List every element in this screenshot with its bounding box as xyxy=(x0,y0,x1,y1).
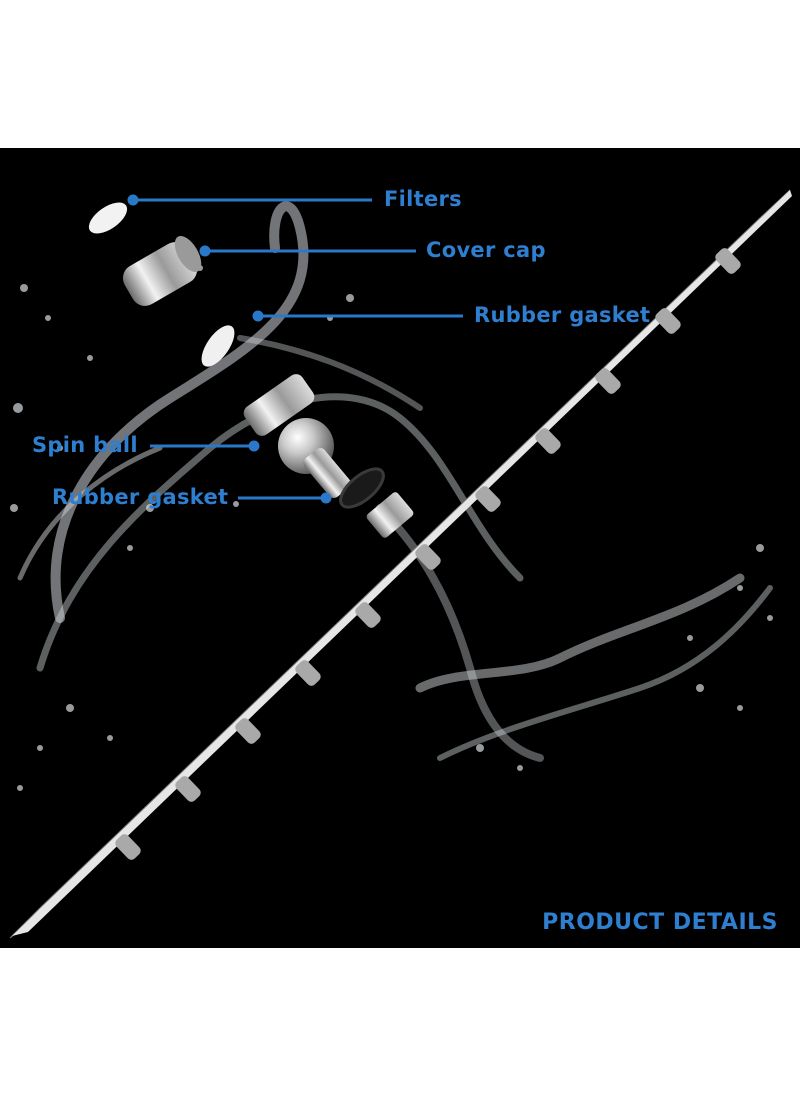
cover-cap-icon xyxy=(122,235,202,306)
callout-label-filters: Filters xyxy=(384,187,462,211)
callout-lines xyxy=(127,194,463,504)
water-splash-icon xyxy=(17,201,773,762)
callout-label-rubber-gasket-top: Rubber gasket xyxy=(474,303,651,327)
product-details-heading: PRODUCT DETAILS xyxy=(542,910,778,935)
gasket-ring-icon xyxy=(339,467,414,538)
product-illustration xyxy=(9,189,792,939)
product-diagram-panel: Filters Cover cap Rubber gasket Spin bal… xyxy=(0,148,800,948)
callout-label-spin-ball: Spin ball xyxy=(32,433,138,457)
spin-ball-icon xyxy=(243,374,351,499)
callout-label-cover-cap: Cover cap xyxy=(426,238,546,262)
water-droplets xyxy=(10,265,773,791)
filter-disc-icon xyxy=(88,202,128,234)
callout-label-rubber-gasket-bottom: Rubber gasket xyxy=(52,485,229,509)
gasket-ring-icon xyxy=(201,325,235,367)
shower-head-icon xyxy=(9,189,792,939)
